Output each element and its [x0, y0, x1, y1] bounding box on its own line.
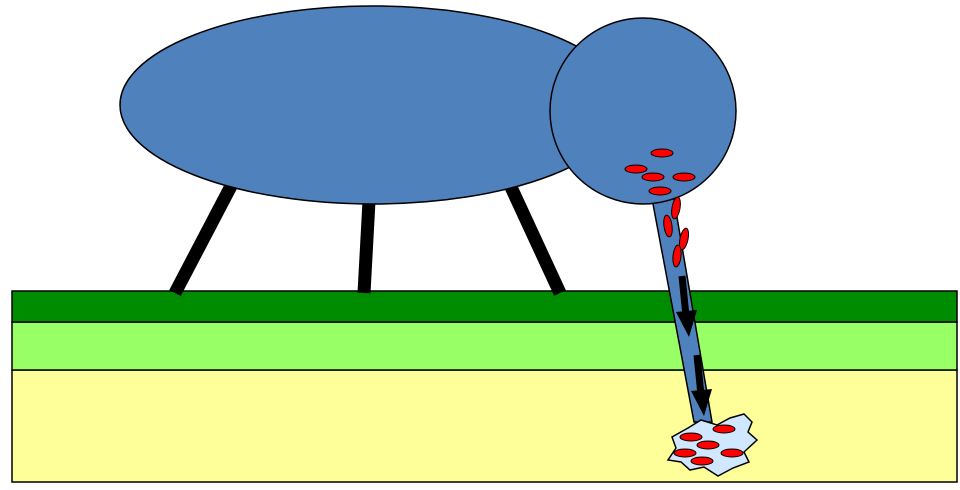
- red-blood-cell: [721, 449, 743, 457]
- red-blood-cell: [674, 449, 696, 457]
- red-blood-cell: [713, 425, 735, 433]
- red-blood-cell: [649, 187, 671, 195]
- red-blood-cell: [625, 165, 647, 173]
- skin-layer-subcutis: [12, 370, 957, 482]
- skin-layers: [12, 291, 957, 482]
- red-blood-cell: [697, 441, 719, 449]
- red-blood-cell: [651, 149, 673, 157]
- red-blood-cell: [680, 433, 702, 441]
- red-blood-cell: [673, 173, 695, 181]
- red-blood-cell: [642, 173, 664, 181]
- skin-layer-dermis: [12, 322, 957, 370]
- red-blood-cell: [691, 457, 713, 465]
- skin-layer-epidermis: [12, 291, 957, 322]
